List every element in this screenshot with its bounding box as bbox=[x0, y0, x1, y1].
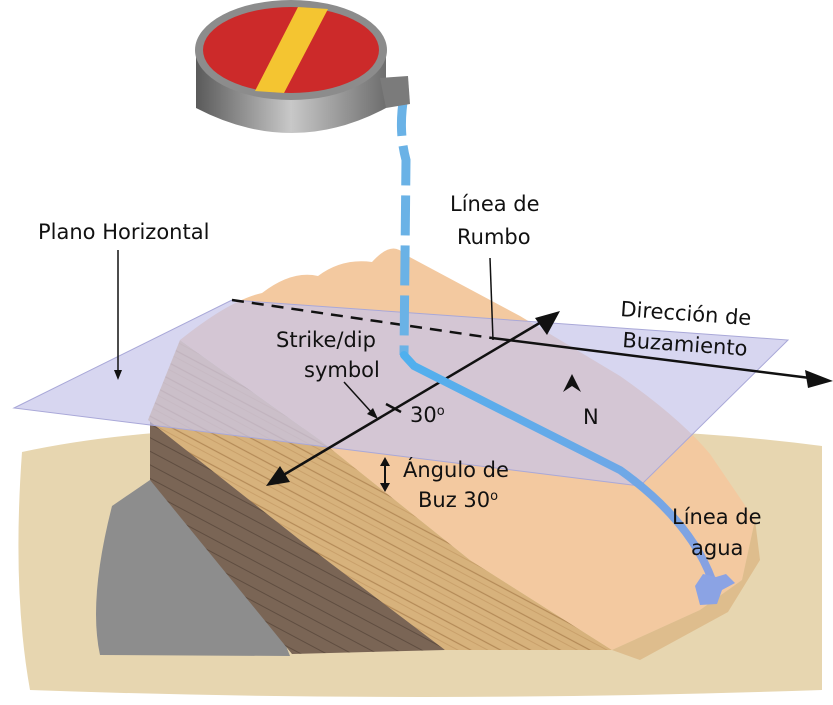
rock-right-wall bbox=[612, 520, 760, 660]
water-pool bbox=[695, 574, 735, 605]
rock-grey-base bbox=[96, 480, 290, 656]
bucket-spout bbox=[380, 76, 410, 108]
label-angle-30: 30o bbox=[410, 403, 445, 427]
symbol-leader-line bbox=[343, 381, 374, 415]
water-stream-vertical bbox=[396, 95, 411, 356]
bucket-stripe bbox=[255, 7, 328, 93]
dip-arrowhead-icon bbox=[805, 370, 833, 388]
dip-direction-arrow bbox=[491, 336, 811, 380]
label-linea-rumbo-1: Línea de bbox=[450, 192, 540, 216]
label-strike-dip-1: Strike/dip bbox=[276, 328, 376, 352]
water-stream-slope bbox=[400, 351, 716, 584]
dip-angle-arrow-bottom-icon bbox=[380, 483, 390, 492]
label-linea-agua-1: Línea de bbox=[672, 505, 762, 529]
label-linea-rumbo-2: Rumbo bbox=[457, 225, 531, 249]
strike-line-dashed bbox=[231, 298, 493, 340]
dip-tick bbox=[385, 402, 402, 414]
label-angulo-1: Ángulo de bbox=[403, 457, 509, 482]
label-direccion-1: Dirección de bbox=[620, 297, 752, 330]
north-arrow-icon bbox=[563, 374, 581, 392]
label-plano-horizontal: Plano Horizontal bbox=[38, 220, 209, 244]
label-north: N bbox=[583, 405, 599, 429]
dip-angle-arrow-top-icon bbox=[380, 457, 390, 466]
strike-symbol-line bbox=[274, 316, 549, 482]
label-strike-dip-2: symbol bbox=[304, 358, 380, 382]
strike-leader-line bbox=[489, 257, 494, 341]
strike-arrowhead-down-icon bbox=[266, 466, 290, 486]
symbol-leader-arrow-icon bbox=[367, 408, 378, 419]
label-angulo-2: Buz 30o bbox=[418, 488, 498, 512]
plane-leader-arrow-icon bbox=[114, 370, 122, 380]
horizontal-plane-edge bbox=[12, 299, 790, 487]
strike-arrowhead-up-icon bbox=[535, 311, 560, 335]
horizontal-plane bbox=[14, 300, 788, 486]
label-linea-agua-2: agua bbox=[691, 536, 743, 560]
